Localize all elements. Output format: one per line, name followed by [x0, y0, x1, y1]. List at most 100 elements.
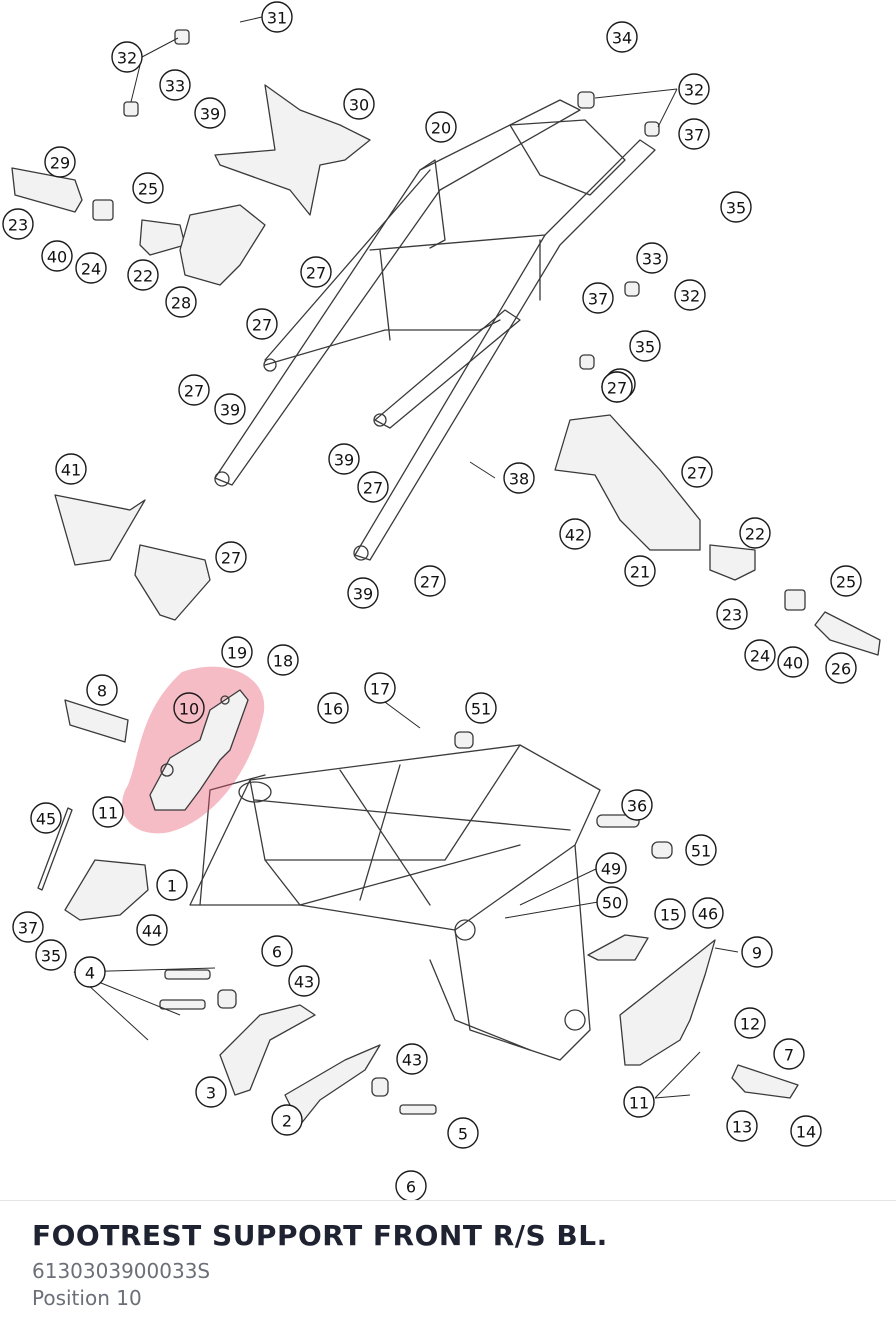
- callout-45[interactable]: 45: [30, 802, 62, 834]
- callout-35[interactable]: 35: [629, 330, 661, 362]
- callout-43[interactable]: 43: [396, 1043, 428, 1075]
- callout-label: 39: [200, 105, 220, 124]
- callout-43[interactable]: 43: [288, 965, 320, 997]
- callout-2[interactable]: 2: [271, 1104, 303, 1136]
- callout-22[interactable]: 22: [127, 259, 159, 291]
- callout-32[interactable]: 32: [678, 73, 710, 105]
- callout-label: 38: [509, 470, 529, 489]
- callout-40[interactable]: 40: [777, 646, 809, 678]
- callout-51[interactable]: 51: [465, 692, 497, 724]
- callout-27[interactable]: 27: [246, 308, 278, 340]
- callout-37[interactable]: 37: [582, 282, 614, 314]
- callout-23[interactable]: 23: [2, 208, 34, 240]
- callout-51[interactable]: 51: [685, 834, 717, 866]
- callout-44[interactable]: 44: [136, 914, 168, 946]
- callout-label: 2: [282, 1112, 292, 1131]
- callout-label: 28: [171, 294, 191, 313]
- callout-27[interactable]: 27: [300, 256, 332, 288]
- callout-9[interactable]: 9: [741, 936, 773, 968]
- callout-22[interactable]: 22: [739, 517, 771, 549]
- callout-11[interactable]: 11: [92, 796, 124, 828]
- callout-27[interactable]: 27: [357, 471, 389, 503]
- callout-28[interactable]: 28: [165, 286, 197, 318]
- callout-38[interactable]: 38: [503, 462, 535, 494]
- callout-29[interactable]: 29: [44, 146, 76, 178]
- callout-27[interactable]: 27: [215, 541, 247, 573]
- callout-label: 37: [18, 919, 38, 938]
- callout-label: 35: [635, 338, 655, 357]
- callout-13[interactable]: 13: [726, 1110, 758, 1142]
- callout-1[interactable]: 1: [156, 869, 188, 901]
- callout-34[interactable]: 34: [606, 21, 638, 53]
- callout-24[interactable]: 24: [75, 252, 107, 284]
- callout-39[interactable]: 39: [328, 443, 360, 475]
- callout-6[interactable]: 6: [261, 935, 293, 967]
- callout-11[interactable]: 11: [623, 1086, 655, 1118]
- callout-35[interactable]: 35: [35, 939, 67, 971]
- callout-label: 4: [85, 964, 95, 983]
- callout-32[interactable]: 32: [111, 41, 143, 73]
- callout-37[interactable]: 37: [678, 118, 710, 150]
- callout-12[interactable]: 12: [734, 1007, 766, 1039]
- callout-14[interactable]: 14: [790, 1115, 822, 1147]
- callout-50[interactable]: 50: [596, 886, 628, 918]
- callout-39[interactable]: 39: [214, 393, 246, 425]
- callout-42[interactable]: 42: [559, 518, 591, 550]
- callout-33[interactable]: 33: [159, 69, 191, 101]
- callout-32[interactable]: 32: [674, 279, 706, 311]
- callout-33[interactable]: 33: [636, 242, 668, 274]
- callout-26[interactable]: 26: [825, 652, 857, 684]
- callout-37[interactable]: 37: [12, 911, 44, 943]
- footrest-support-part-10[interactable]: [122, 666, 265, 834]
- callout-30[interactable]: 30: [343, 88, 375, 120]
- callout-46[interactable]: 46: [692, 897, 724, 929]
- callout-25[interactable]: 25: [132, 172, 164, 204]
- callout-31[interactable]: 31: [261, 1, 293, 33]
- callout-6[interactable]: 6: [395, 1170, 427, 1200]
- callout-5[interactable]: 5: [447, 1117, 479, 1149]
- callout-label: 3: [206, 1084, 216, 1103]
- callout-label: 11: [98, 804, 118, 823]
- callout-7[interactable]: 7: [773, 1038, 805, 1070]
- callout-24[interactable]: 24: [744, 639, 776, 671]
- callout-21[interactable]: 21: [624, 555, 656, 587]
- callout-label: 33: [642, 250, 662, 269]
- callout-label: 26: [831, 660, 851, 679]
- callout-27[interactable]: 27: [178, 374, 210, 406]
- callout-27[interactable]: 27: [681, 456, 713, 488]
- part-position: Position 10: [32, 1286, 142, 1310]
- callout-label: 23: [722, 606, 742, 625]
- callout-39[interactable]: 39: [194, 97, 226, 129]
- callout-39[interactable]: 39: [347, 577, 379, 609]
- callout-40[interactable]: 40: [41, 240, 73, 272]
- callout-35[interactable]: 35: [720, 191, 752, 223]
- callout-label: 32: [117, 49, 137, 68]
- callout-8[interactable]: 8: [86, 674, 118, 706]
- callout-23[interactable]: 23: [716, 598, 748, 630]
- callout-27[interactable]: 27: [601, 371, 633, 403]
- callout-10[interactable]: 10: [173, 692, 205, 724]
- callout-27[interactable]: 27: [414, 565, 446, 597]
- callout-17[interactable]: 17: [364, 672, 396, 704]
- callout-20[interactable]: 20: [425, 111, 457, 143]
- callout-3[interactable]: 3: [195, 1076, 227, 1108]
- callout-label: 33: [165, 77, 185, 96]
- callout-label: 21: [630, 563, 650, 582]
- callout-label: 10: [179, 700, 199, 719]
- callout-49[interactable]: 49: [595, 852, 627, 884]
- callout-label: 27: [607, 379, 627, 398]
- callout-19[interactable]: 19: [221, 636, 253, 668]
- callout-15[interactable]: 15: [654, 898, 686, 930]
- callout-label: 20: [431, 119, 451, 138]
- callout-label: 25: [138, 180, 158, 199]
- callout-36[interactable]: 36: [621, 789, 653, 821]
- part-number: 6130303900033S: [32, 1259, 211, 1283]
- callout-label: 14: [796, 1123, 816, 1142]
- callout-25[interactable]: 25: [830, 565, 862, 597]
- callout-label: 27: [306, 264, 326, 283]
- callout-18[interactable]: 18: [267, 644, 299, 676]
- callout-16[interactable]: 16: [317, 692, 349, 724]
- callout-41[interactable]: 41: [55, 453, 87, 485]
- callout-label: 35: [726, 199, 746, 218]
- callout-4[interactable]: 4: [74, 956, 106, 988]
